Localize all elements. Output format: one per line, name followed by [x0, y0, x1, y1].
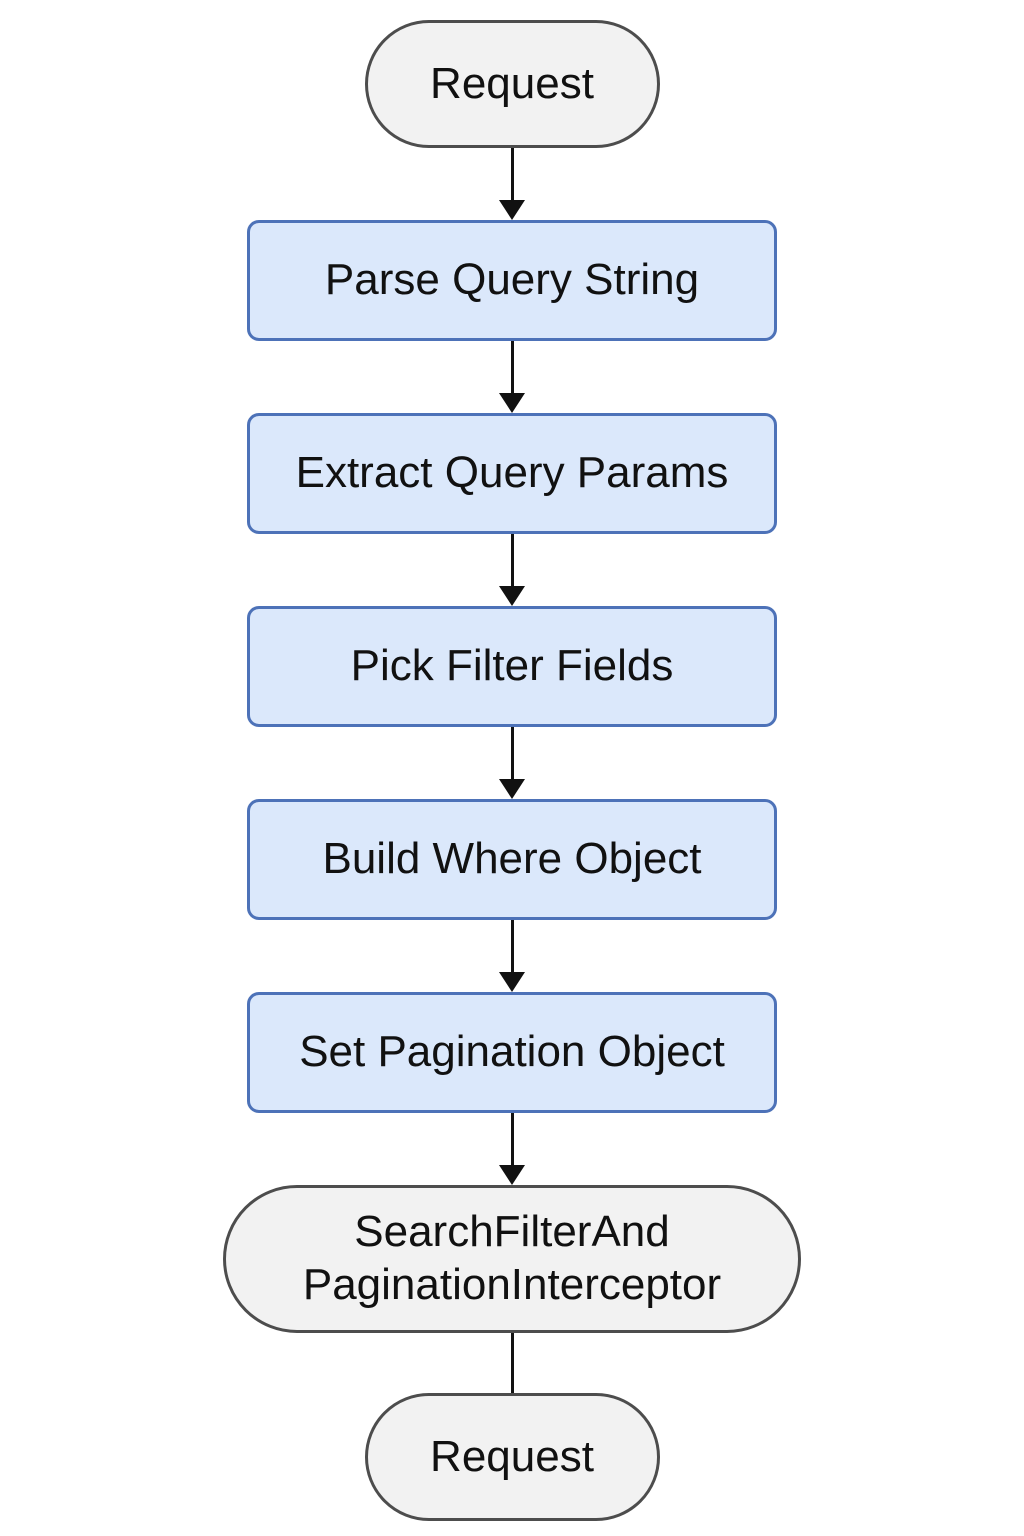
edge-extract-to-pick — [499, 534, 525, 606]
node-set-pagination-object: Set Pagination Object — [247, 992, 777, 1113]
edge-interceptor-to-request — [510, 1333, 514, 1393]
node-request-end-label: Request — [430, 1431, 594, 1481]
interceptor-label-line-2: PaginationInterceptor — [302, 1260, 722, 1309]
node-build-where-object: Build Where Object — [247, 799, 777, 920]
edge-line — [510, 920, 514, 973]
node-extract-query-params: Extract Query Params — [247, 413, 777, 534]
arrowhead-icon — [499, 393, 525, 413]
edge-line — [510, 727, 514, 780]
edge-line — [510, 341, 514, 394]
arrowhead-icon — [499, 200, 525, 220]
edge-parse-to-extract — [499, 341, 525, 413]
edge-line — [510, 148, 514, 201]
node-search-filter-interceptor-label: SearchFilterAnd PaginationInterceptor — [303, 1206, 721, 1312]
arrowhead-icon — [499, 779, 525, 799]
node-build-where-object-label: Build Where Object — [322, 834, 702, 884]
edge-setpagination-to-interceptor — [499, 1113, 525, 1185]
node-pick-filter-fields: Pick Filter Fields — [247, 606, 777, 727]
edge-build-to-setpagination — [499, 920, 525, 992]
node-request-start-label: Request — [430, 58, 594, 108]
edge-line — [510, 1333, 514, 1393]
edge-line — [510, 534, 514, 587]
arrowhead-icon — [499, 586, 525, 606]
node-pick-filter-fields-label: Pick Filter Fields — [350, 641, 674, 691]
node-search-filter-interceptor: SearchFilterAnd PaginationInterceptor — [223, 1185, 801, 1333]
arrowhead-icon — [499, 972, 525, 992]
node-parse-query-string-label: Parse Query String — [324, 255, 700, 305]
arrowhead-icon — [499, 1165, 525, 1185]
node-request-end: Request — [364, 1393, 660, 1521]
interceptor-label-line-1: SearchFilterAnd — [354, 1207, 670, 1257]
node-parse-query-string: Parse Query String — [247, 220, 777, 341]
edge-request-to-parse — [499, 148, 525, 220]
node-request-start: Request — [364, 20, 660, 148]
node-set-pagination-object-label: Set Pagination Object — [299, 1027, 725, 1077]
edge-pick-to-build — [499, 727, 525, 799]
node-extract-query-params-label: Extract Query Params — [295, 448, 729, 498]
edge-line — [510, 1113, 514, 1166]
